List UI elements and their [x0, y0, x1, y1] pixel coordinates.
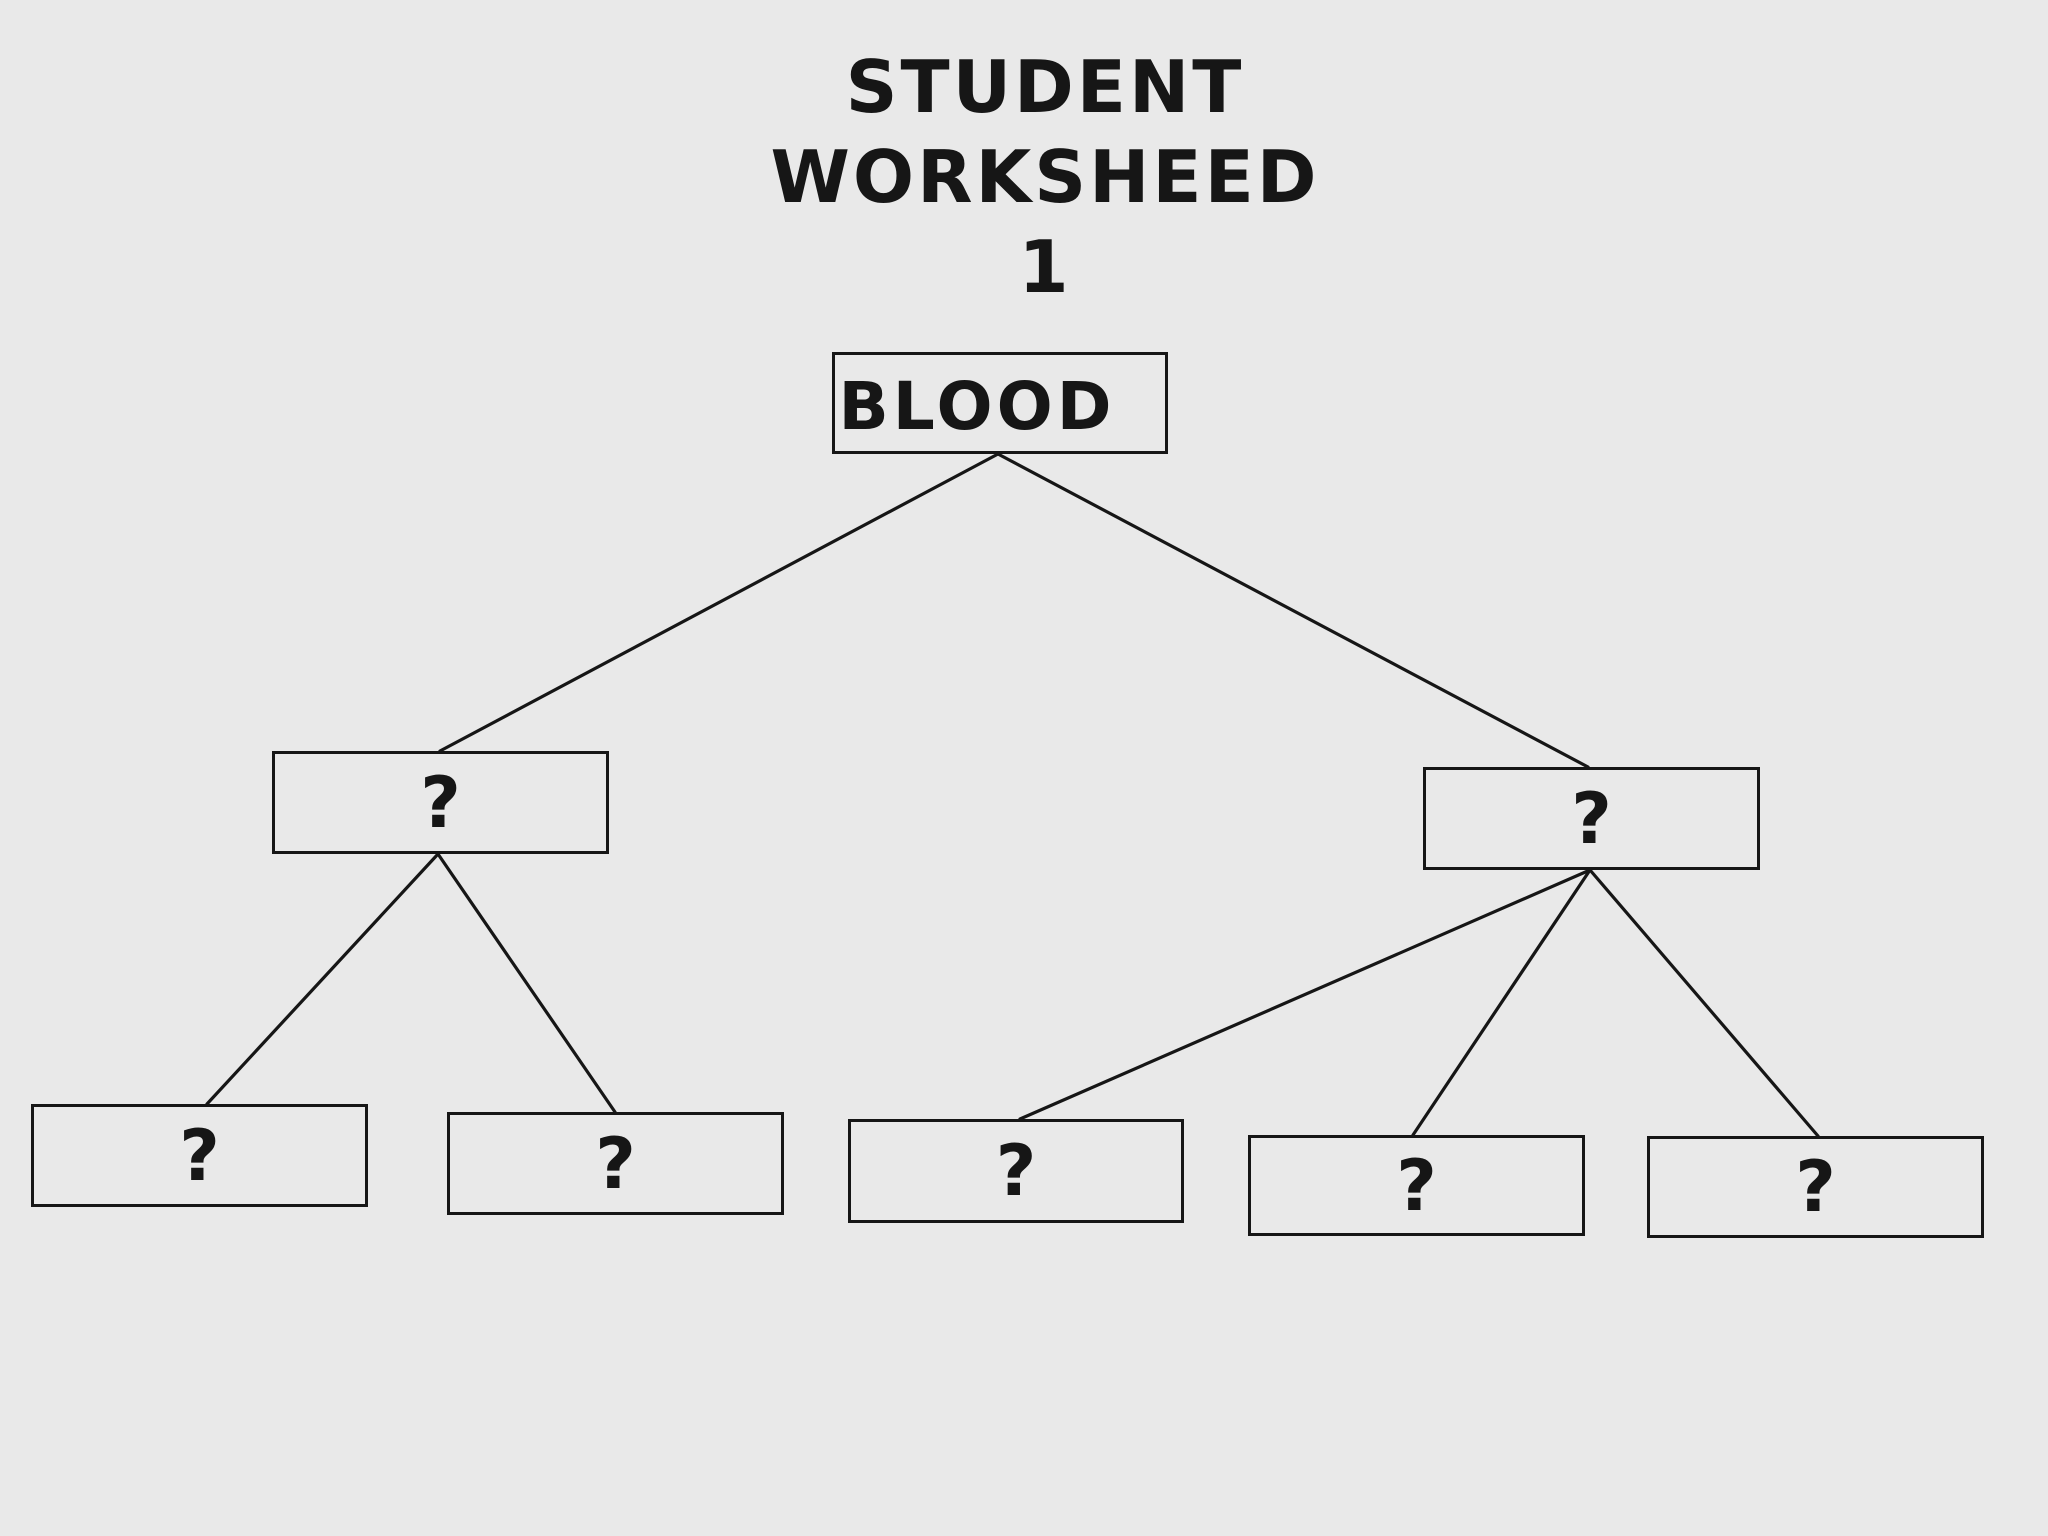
node-leaf-3-unknown: ?	[848, 1119, 1184, 1223]
node-leaf-1-label: ?	[179, 1114, 220, 1197]
node-leaf-4-unknown: ?	[1248, 1135, 1585, 1236]
title-line-1: STUDENT	[845, 45, 1245, 129]
node-left-unknown: ?	[272, 751, 609, 854]
node-blood: BLOOD	[832, 352, 1168, 454]
node-leaf-2-unknown: ?	[447, 1112, 784, 1215]
node-leaf-2-label: ?	[595, 1122, 636, 1205]
edge-root-to-left	[438, 452, 1000, 753]
node-right-label: ?	[1571, 777, 1612, 860]
node-blood-label: BLOOD	[838, 367, 1116, 445]
node-right-unknown: ?	[1423, 767, 1760, 870]
edge-right-to-b3	[1018, 868, 1592, 1121]
edge-root-to-right	[996, 452, 1590, 769]
edge-right-to-b5	[1588, 868, 1820, 1138]
node-leaf-1-unknown: ?	[31, 1104, 368, 1207]
edge-left-to-b2	[436, 852, 617, 1114]
title-line-2: WORKSHEED	[770, 135, 1320, 219]
worksheet-title: STUDENT WORKSHEED 1	[645, 42, 1445, 312]
title-line-3: 1	[1018, 225, 1072, 309]
node-left-label: ?	[420, 761, 461, 844]
edge-left-to-b1	[205, 852, 440, 1106]
node-leaf-5-unknown: ?	[1647, 1136, 1984, 1238]
node-leaf-5-label: ?	[1795, 1146, 1836, 1228]
node-leaf-4-label: ?	[1396, 1144, 1437, 1227]
edge-right-to-b4	[1411, 868, 1592, 1137]
node-leaf-3-label: ?	[995, 1130, 1037, 1212]
